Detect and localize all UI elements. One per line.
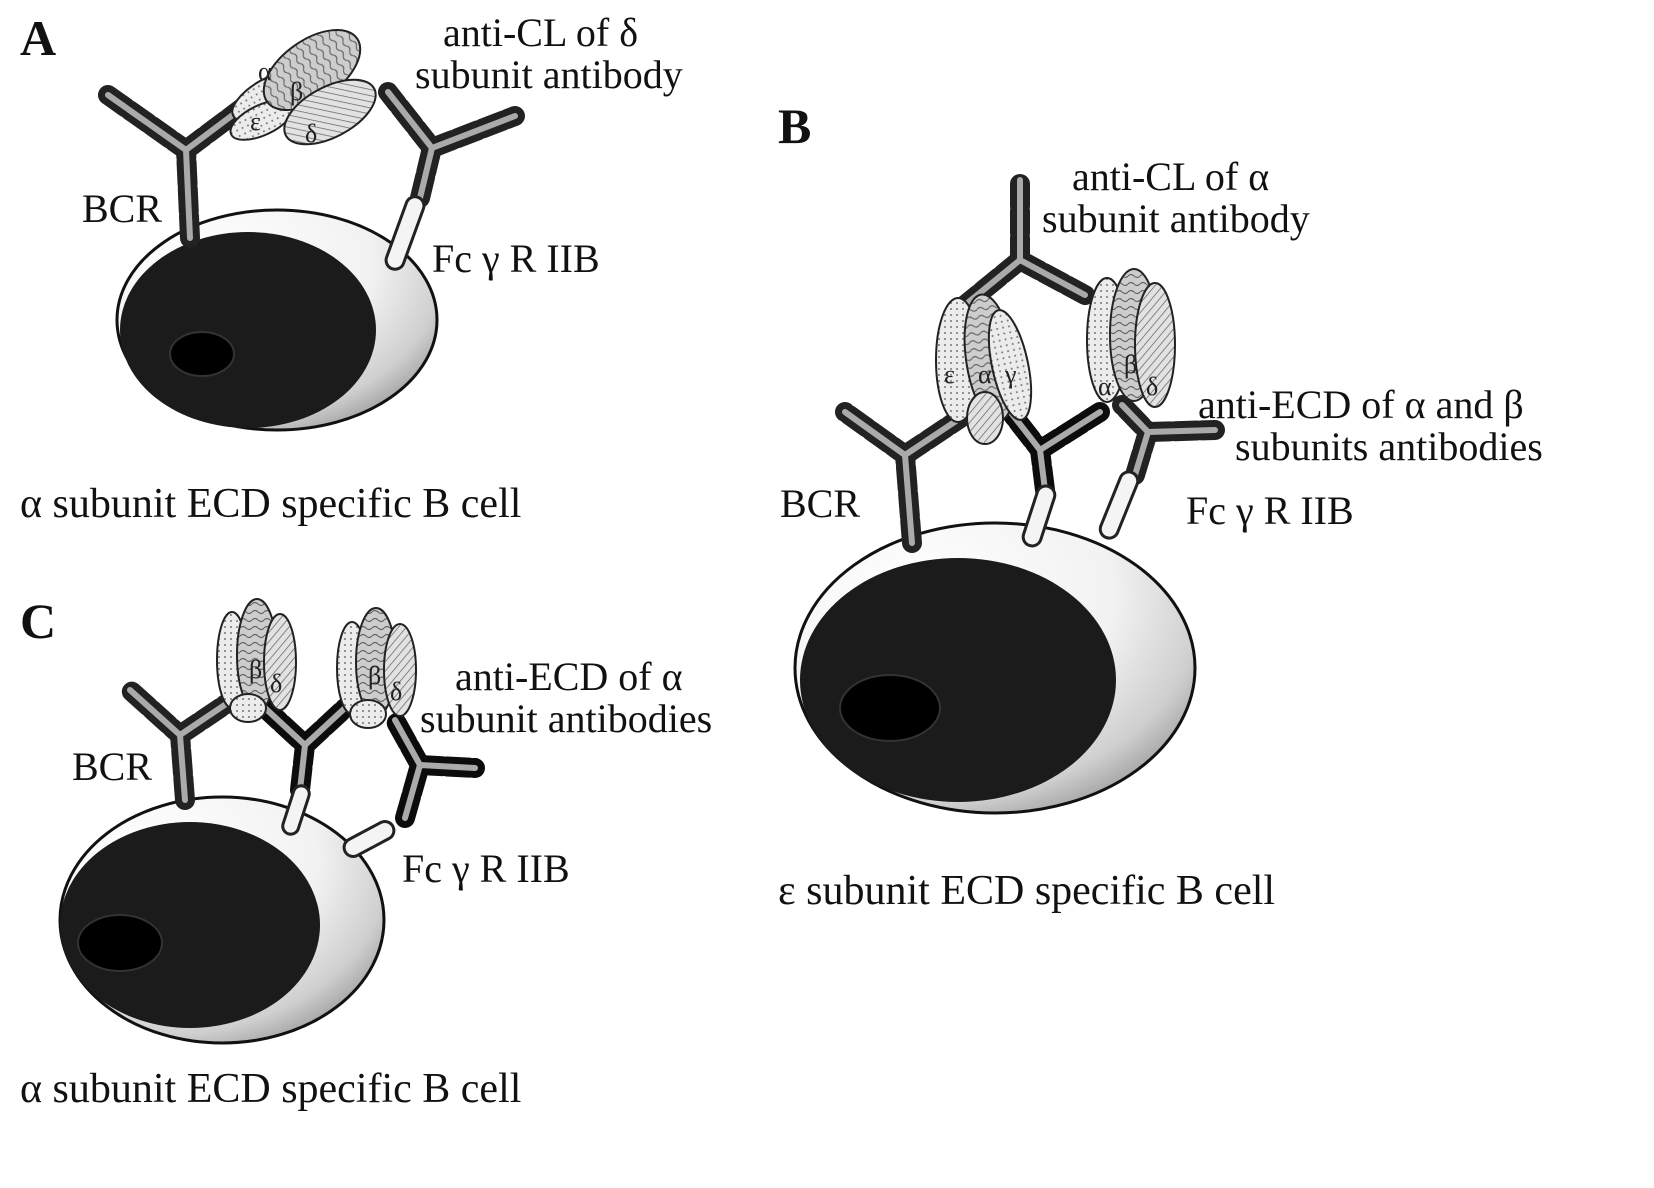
- panel-a-subunit-delta: [283, 78, 377, 146]
- panel-a-subunit-epsilon-label: ε: [250, 107, 261, 136]
- panel-b-subunit-gamma-label: γ: [1004, 360, 1017, 389]
- panel-c-nucleus: [60, 822, 320, 1028]
- panel-a-fcr-label: Fc γ R IIB: [432, 236, 600, 281]
- panel-b-subunit-delta-label: δ: [1146, 372, 1158, 401]
- panel-a-fc-antibody: [378, 82, 525, 271]
- panel-a-bcr-label: BCR: [82, 186, 162, 231]
- panel-c-nucleolus: [77, 914, 163, 972]
- panel-b-subunit-alpha-label: α: [978, 360, 992, 389]
- panel-a: A α β ε δ: [20, 10, 683, 527]
- panel-b-fcr-receptor-2: [1098, 470, 1140, 540]
- panel-c: C: [20, 593, 712, 1112]
- panel-b-left-subunit-cluster: ε α γ: [935, 293, 1033, 445]
- panel-c-bcr-label: BCR: [72, 744, 152, 789]
- panel-c-subunit-delta-2-label: δ: [390, 677, 402, 706]
- panel-c-subunit-cluster-1: β δ: [216, 598, 297, 723]
- panel-c-antibody-label-line2: subunit antibodies: [420, 696, 712, 741]
- panel-b-letter: B: [778, 98, 811, 154]
- panel-a-letter: A: [20, 10, 56, 66]
- panel-b-right-subunit-cluster: β α δ: [1086, 268, 1176, 408]
- panel-c-subunit-delta-label: δ: [270, 669, 282, 698]
- panel-c-subunit-delta-2: [383, 623, 417, 717]
- panel-b-subunit-alpha-2-label: α: [1098, 372, 1112, 401]
- panel-b-antibody2-label-line1: anti-ECD of α and β: [1198, 382, 1524, 427]
- panel-a-b-cell: [115, 208, 439, 432]
- panel-a-subunit-delta-label: δ: [305, 119, 317, 148]
- panel-b-subunit-gamma: [987, 309, 1033, 421]
- panel-a-caption: α subunit ECD specific B cell: [20, 481, 521, 527]
- panel-c-fcr-receptor-1: [281, 784, 311, 836]
- panel-c-subunit-beta-label: β: [249, 655, 262, 684]
- panel-c-antibody-label-line1: anti-ECD of α: [455, 654, 683, 699]
- panel-b-fcr-label: Fc γ R IIB: [1186, 488, 1354, 533]
- panel-b-nucleus: [800, 558, 1116, 802]
- panel-c-subunit-epsilon: [229, 693, 267, 723]
- panel-b-bcr-label: BCR: [780, 481, 860, 526]
- panel-c-subunit-beta-2-label: β: [368, 661, 381, 690]
- panel-a-subunit-alpha-label: α: [258, 57, 272, 86]
- panel-b-subunit-delta: [1134, 282, 1176, 408]
- panel-b-b-cell: [793, 521, 1197, 815]
- panel-b-antibody-label-line2: subunit antibody: [1042, 196, 1310, 241]
- panel-c-subunit-epsilon-2: [349, 699, 387, 729]
- panel-b-right-antibody: [1098, 395, 1225, 540]
- panel-b-nucleolus: [839, 674, 941, 742]
- panel-c-bcr-antibody: [120, 680, 242, 810]
- panel-a-subunit-beta-label: β: [290, 77, 303, 106]
- panel-a-subunit-cluster: α β ε δ: [229, 29, 377, 148]
- panel-b-fcr-receptor-1: [1021, 484, 1057, 548]
- panel-c-fcr-label: Fc γ R IIB: [402, 846, 570, 891]
- panel-b-subunit-beta-label: β: [1124, 350, 1137, 379]
- panel-c-middle-antibody: [255, 698, 355, 836]
- panel-a-antibody-label-line1: anti-CL of δ: [443, 10, 638, 55]
- panel-c-right-antibody: [342, 710, 485, 858]
- panel-c-fcr-receptor-2: [342, 820, 396, 858]
- panel-b-subunit-delta-small: [966, 391, 1004, 445]
- panel-b-caption: ε subunit ECD specific B cell: [778, 868, 1275, 914]
- panel-c-b-cell: [58, 795, 386, 1045]
- panel-b-antibody2-label-line2: subunits antibodies: [1235, 424, 1543, 469]
- panel-c-subunit-delta: [263, 613, 297, 711]
- panel-a-nucleolus: [169, 331, 235, 377]
- panel-c-letter: C: [20, 593, 56, 649]
- panel-b-antibody-label-line1: anti-CL of α: [1072, 154, 1269, 199]
- panel-c-caption: α subunit ECD specific B cell: [20, 1066, 521, 1112]
- panel-b-bcr-antibody: [835, 402, 975, 553]
- panel-b: B: [778, 98, 1543, 914]
- panel-a-fcr-receptor: [384, 195, 426, 271]
- panel-c-subunit-cluster-2: β δ: [336, 607, 417, 729]
- panel-a-nucleus: [120, 232, 376, 428]
- panel-b-subunit-epsilon-label: ε: [944, 360, 955, 389]
- panel-a-antibody-label-line2: subunit antibody: [415, 52, 683, 97]
